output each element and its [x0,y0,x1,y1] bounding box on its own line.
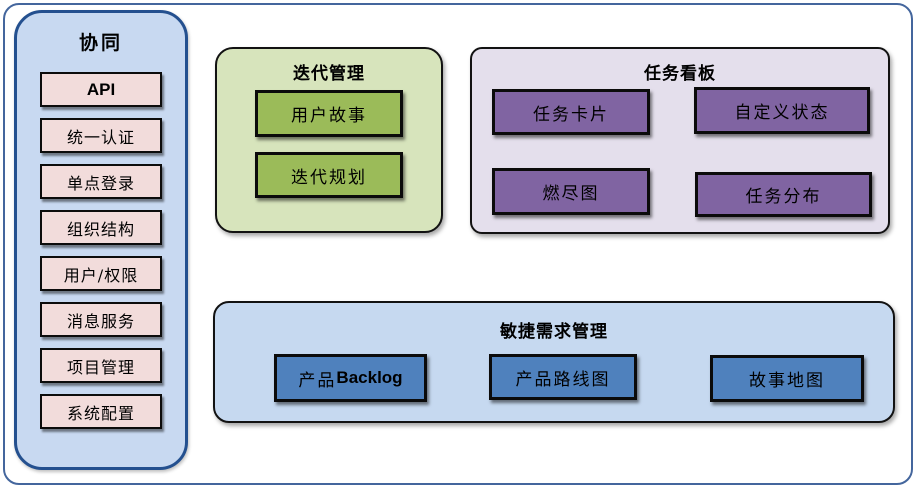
sidebar-item-project-management: 项目管理 [40,348,162,383]
sidebar-item-message-service: 消息服务 [40,302,162,337]
sidebar-item-api: API [40,72,162,107]
panel-iteration-management: 迭代管理 用户故事 迭代规划 [215,47,443,233]
panel-agile-title: 敏捷需求管理 [500,322,608,341]
card-product-roadmap: 产品路线图 [489,354,637,400]
card-task-card: 任务卡片 [492,89,650,135]
card-burndown-chart: 燃尽图 [492,168,650,215]
panel-task-kanban: 任务看板 任务卡片 自定义状态 燃尽图 任务分布 [470,47,890,234]
card-custom-status: 自定义状态 [694,87,870,134]
card-task-distribution: 任务分布 [695,172,872,217]
sidebar-item-list: API 统一认证 单点登录 组织结构 用户/权限 消息服务 项目管理 系统配置 [17,72,185,429]
sidebar-item-unified-auth: 统一认证 [40,118,162,153]
card-iteration-planning: 迭代规划 [255,152,403,198]
card-story-map: 故事地图 [710,355,864,402]
card-product-backlog-zh: 产品 [298,370,337,391]
panel-iteration-title: 迭代管理 [293,64,365,83]
outer-frame [3,3,913,485]
sidebar-item-single-sign-on: 单点登录 [40,164,162,199]
sidebar-item-user-permissions: 用户/权限 [40,256,162,291]
sidebar-collaboration: 协同 API 统一认证 单点登录 组织结构 用户/权限 消息服务 项目管理 系统… [14,10,188,470]
sidebar-item-org-structure: 组织结构 [40,210,162,245]
card-user-story: 用户故事 [255,90,403,137]
sidebar-title: 协同 [78,33,123,54]
panel-kanban-title: 任务看板 [644,64,716,83]
sidebar-item-system-config: 系统配置 [40,394,162,429]
card-product-backlog-en: Backlog [336,368,403,387]
